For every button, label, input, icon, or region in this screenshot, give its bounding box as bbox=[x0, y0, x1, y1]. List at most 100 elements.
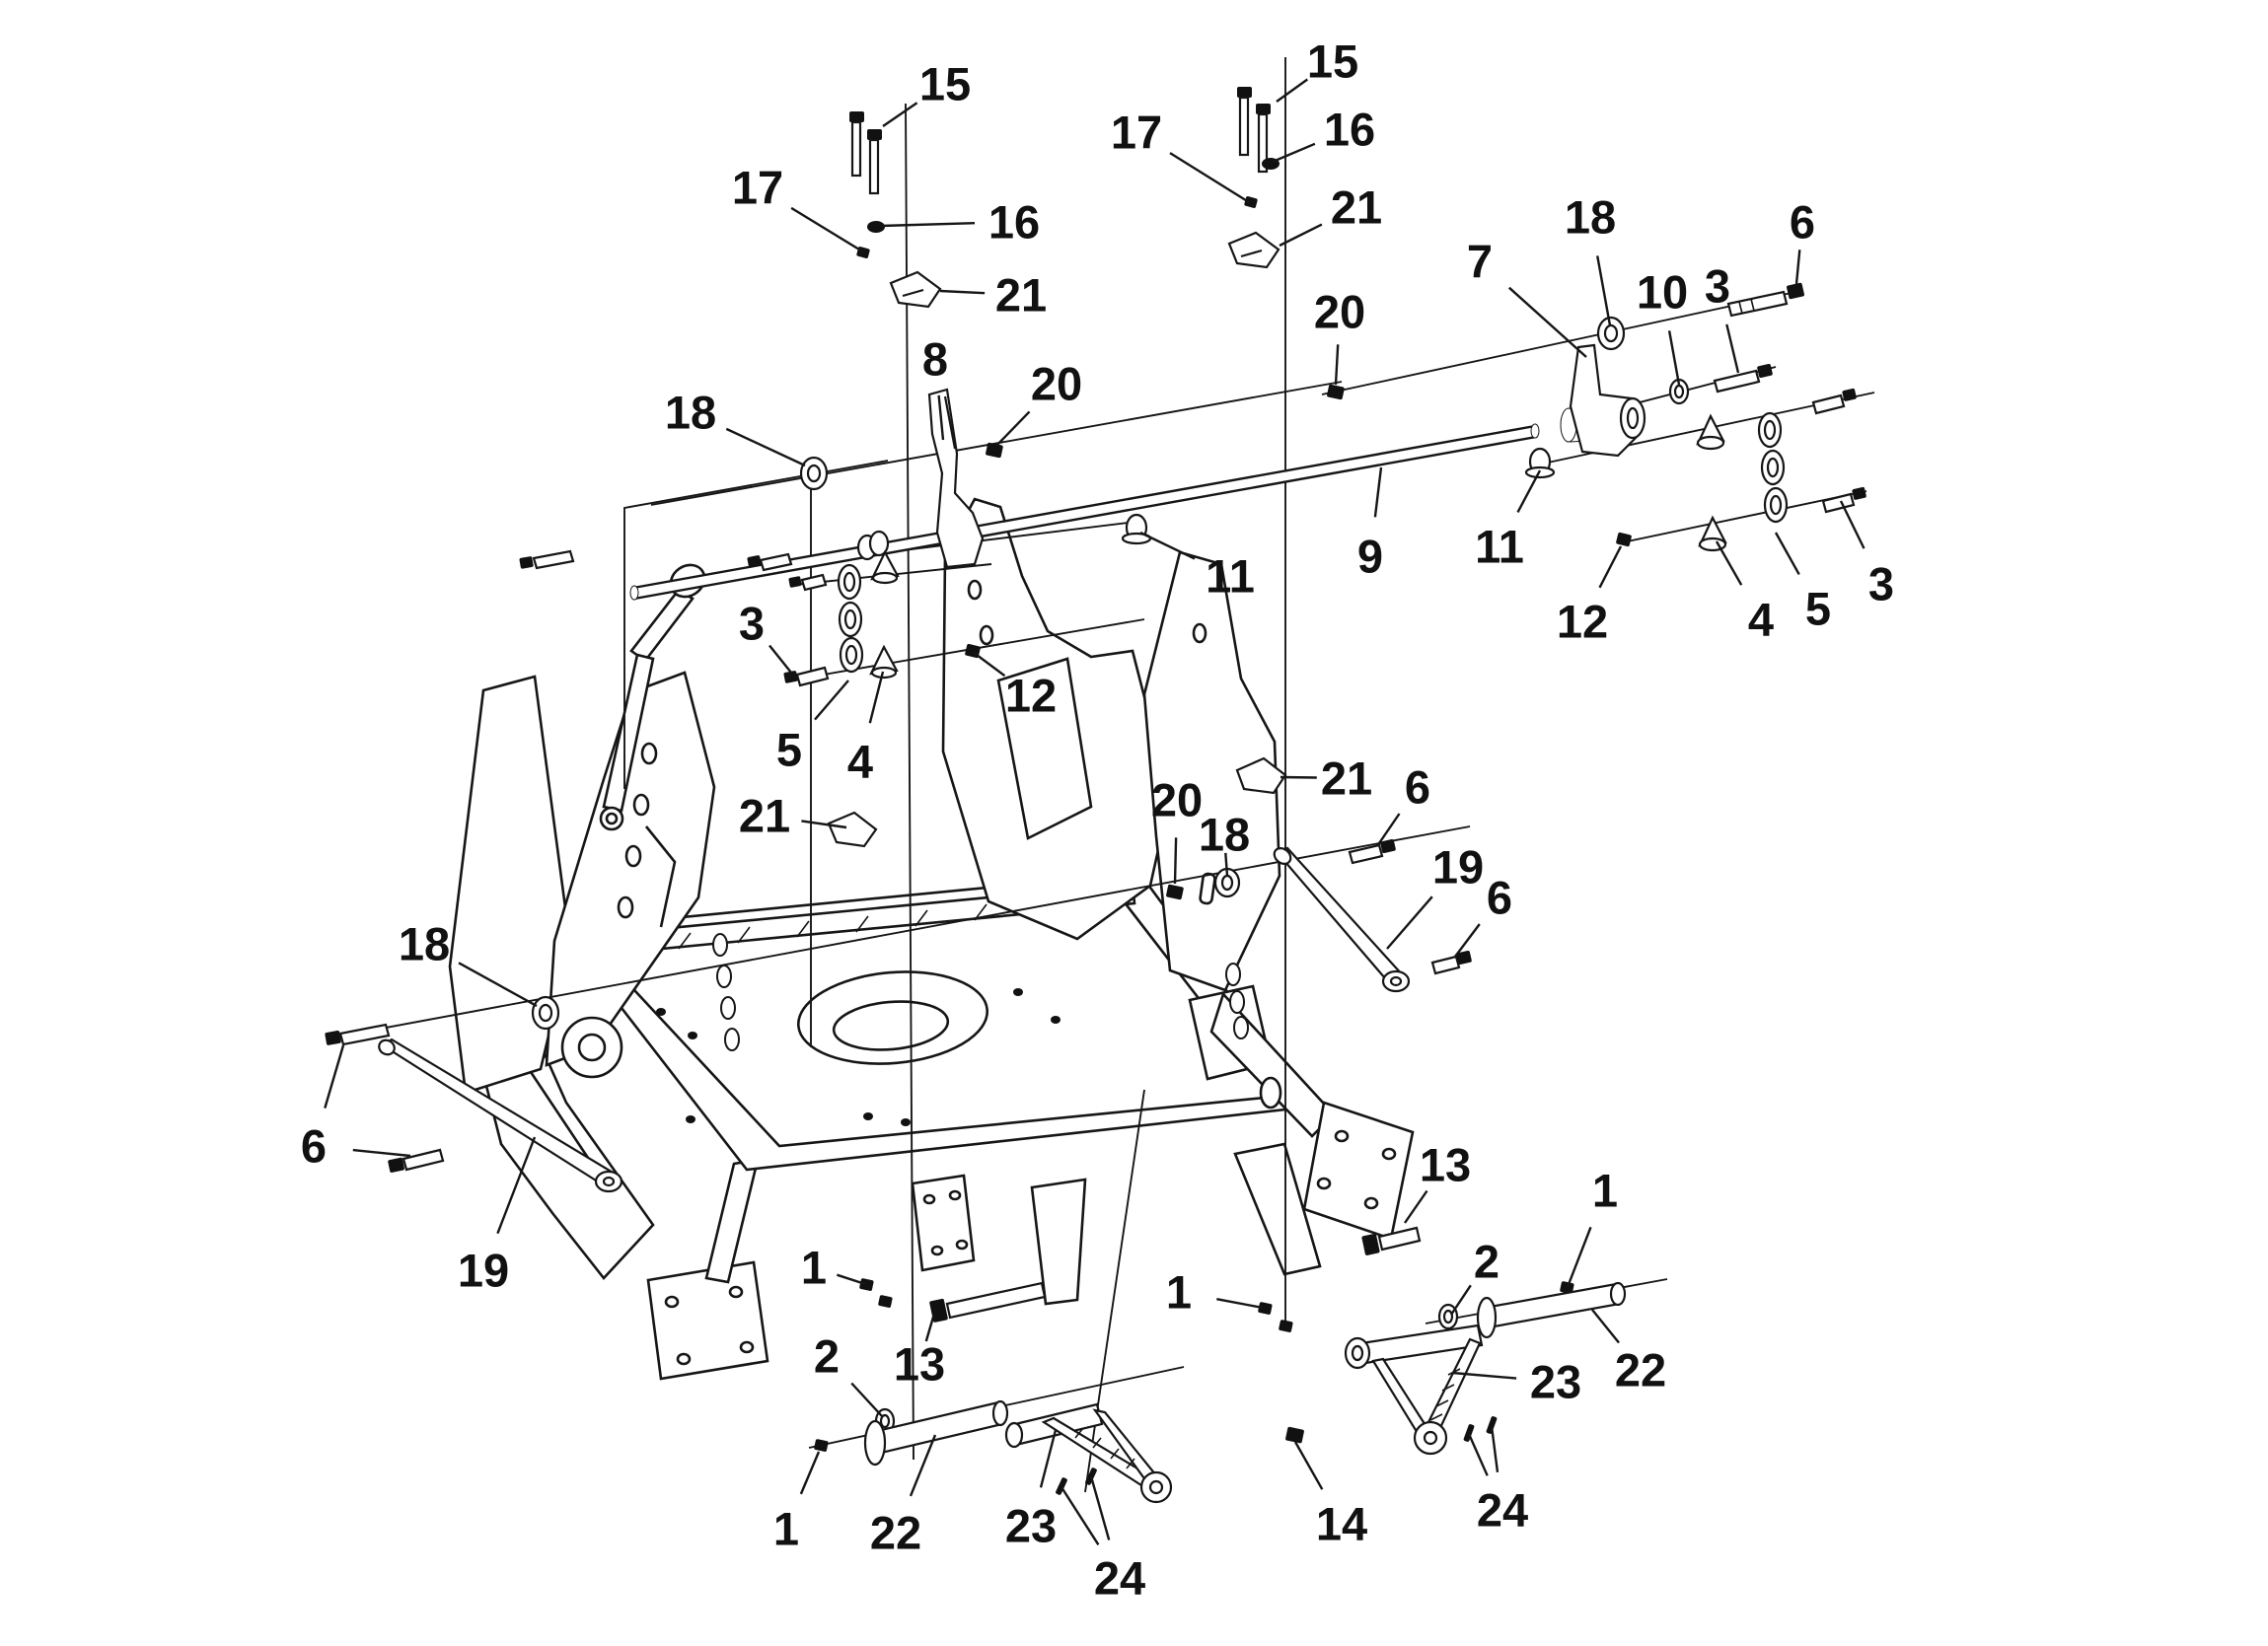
bolt-6-d bbox=[1348, 838, 1396, 865]
callout-number-16: 16 bbox=[1324, 104, 1375, 156]
leader-line bbox=[725, 427, 806, 467]
leader-line bbox=[1280, 775, 1317, 779]
bushing-18-l bbox=[531, 995, 560, 1031]
leader-line bbox=[880, 222, 976, 228]
callout-number-13: 13 bbox=[894, 1338, 945, 1391]
callout-18: 18 bbox=[1199, 809, 1250, 877]
nut-20-d bbox=[1166, 884, 1184, 900]
bolt-6-e bbox=[1430, 950, 1472, 975]
bolt-3-e-upper bbox=[1811, 388, 1857, 415]
callout-4: 4 bbox=[847, 671, 885, 788]
leader-line bbox=[1276, 78, 1309, 103]
leader-line bbox=[1516, 469, 1542, 513]
callout-number-13: 13 bbox=[1420, 1139, 1471, 1191]
leader-line bbox=[496, 1136, 537, 1235]
callout-7: 7 bbox=[1467, 236, 1587, 358]
callout-16: 16 bbox=[880, 196, 1040, 249]
leader-line bbox=[1839, 500, 1866, 549]
bolt-15-a1 bbox=[849, 111, 864, 178]
leader-line bbox=[909, 1434, 937, 1497]
callout-20: 20 bbox=[1314, 286, 1365, 386]
leader-line bbox=[790, 206, 865, 254]
leader-line bbox=[1507, 286, 1587, 358]
leader-line bbox=[924, 1313, 936, 1342]
callout-21: 21 bbox=[1279, 181, 1382, 248]
leader-line bbox=[1454, 923, 1481, 958]
callout-number-9: 9 bbox=[1357, 531, 1383, 583]
leader-line bbox=[1490, 1425, 1500, 1472]
callout-number-6: 6 bbox=[1487, 872, 1512, 924]
callout-number-15: 15 bbox=[1307, 36, 1358, 88]
bracket-21-a bbox=[889, 270, 942, 309]
callout-number-5: 5 bbox=[776, 724, 802, 776]
callout-5: 5 bbox=[776, 680, 849, 776]
cone-washer-4-e1 bbox=[1696, 413, 1725, 451]
leader-line bbox=[352, 1148, 411, 1158]
callout-15: 15 bbox=[1276, 36, 1358, 103]
callout-number-24: 24 bbox=[1477, 1484, 1528, 1537]
washer-stack-f bbox=[856, 530, 890, 561]
callout-13: 13 bbox=[894, 1313, 945, 1391]
leader-line bbox=[1060, 1486, 1100, 1545]
washer-16-a bbox=[867, 221, 885, 233]
bolt-6-c bbox=[1726, 282, 1804, 318]
leader-line bbox=[814, 680, 849, 721]
bolt-3-e-lower bbox=[1821, 486, 1866, 514]
leader-line bbox=[1293, 1441, 1324, 1490]
callout-8: 8 bbox=[922, 333, 948, 441]
callout-9: 9 bbox=[1357, 466, 1383, 583]
callout-number-21: 21 bbox=[1331, 181, 1382, 234]
callout-number-15: 15 bbox=[919, 58, 971, 110]
leader-line bbox=[1715, 540, 1743, 586]
callout-6: 6 bbox=[1454, 872, 1512, 958]
fin-chain bbox=[1225, 963, 1249, 1039]
callout-number-23: 23 bbox=[1530, 1356, 1581, 1408]
callout-1: 1 bbox=[1166, 1266, 1264, 1319]
callout-3: 3 bbox=[739, 598, 792, 674]
leader-line bbox=[1451, 1371, 1517, 1380]
callout-number-23: 23 bbox=[1005, 1500, 1057, 1552]
leader-line bbox=[324, 1044, 345, 1109]
pins-24-l bbox=[1056, 1467, 1097, 1495]
callout-number-1: 1 bbox=[1592, 1165, 1618, 1217]
leader-line bbox=[1139, 531, 1196, 560]
right-caster-plate bbox=[1302, 1101, 1415, 1241]
front-left-plate bbox=[911, 1174, 976, 1272]
callout-13: 13 bbox=[1404, 1139, 1471, 1224]
bushing-18-a bbox=[799, 456, 829, 491]
callout-number-1: 1 bbox=[773, 1503, 799, 1555]
callout-number-17: 17 bbox=[732, 162, 783, 214]
axle-22-r bbox=[1476, 1281, 1627, 1339]
callout-17: 17 bbox=[1111, 107, 1250, 204]
callout-number-19: 19 bbox=[1432, 841, 1484, 894]
callout-number-2: 2 bbox=[814, 1330, 840, 1383]
nut-20-a bbox=[986, 442, 1003, 459]
leader-line bbox=[1566, 1226, 1592, 1288]
bolt-15-b1 bbox=[1237, 87, 1252, 157]
callout-number-21: 21 bbox=[1321, 752, 1372, 805]
leader-line bbox=[1169, 152, 1250, 204]
callout-1: 1 bbox=[801, 1242, 866, 1294]
seat-cutout bbox=[796, 970, 989, 1065]
callout-5: 5 bbox=[1774, 532, 1831, 635]
callout-number-5: 5 bbox=[1805, 583, 1831, 635]
callout-number-7: 7 bbox=[1467, 236, 1493, 288]
callout-16: 16 bbox=[1272, 104, 1375, 164]
leader-line bbox=[458, 962, 538, 1008]
leader-line bbox=[1467, 1433, 1489, 1476]
callout-number-20: 20 bbox=[1151, 774, 1203, 826]
callout-12: 12 bbox=[972, 651, 1057, 722]
bolt-13-r bbox=[1361, 1226, 1422, 1255]
callout-10: 10 bbox=[1637, 266, 1688, 386]
chain-5-f bbox=[837, 563, 864, 674]
callout-number-4: 4 bbox=[847, 736, 873, 788]
leader-line bbox=[1450, 1284, 1472, 1316]
pins-24-r bbox=[1463, 1416, 1498, 1442]
flange-nut-11-f bbox=[1121, 513, 1152, 545]
leader-line bbox=[1373, 466, 1383, 518]
bolt-3-f3 bbox=[783, 666, 830, 687]
callout-2: 2 bbox=[814, 1330, 883, 1417]
callout-number-3: 3 bbox=[1705, 260, 1730, 313]
callout-number-19: 19 bbox=[458, 1245, 509, 1297]
callout-1: 1 bbox=[1566, 1165, 1618, 1288]
